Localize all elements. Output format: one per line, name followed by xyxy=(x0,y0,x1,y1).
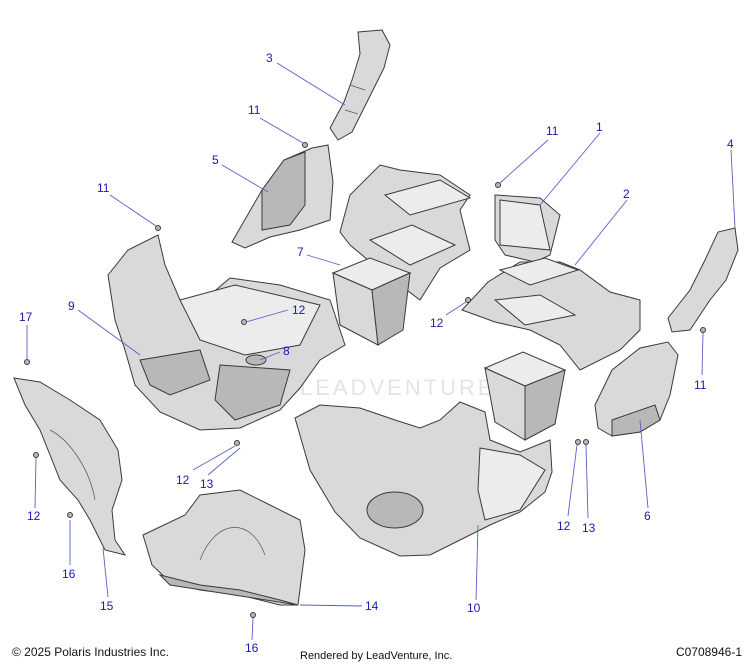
callout-4: 4 xyxy=(727,137,734,151)
callout-16b: 16 xyxy=(245,641,259,655)
callout-13a: 13 xyxy=(200,477,214,491)
part-4-panel xyxy=(667,227,739,333)
watermark-text: LEADVENTURE xyxy=(300,375,496,400)
part-10-floor-tub xyxy=(294,401,553,557)
callout-11b: 11 xyxy=(97,181,110,195)
callout-12b: 12 xyxy=(430,316,444,330)
part-1-floor-base xyxy=(339,164,561,301)
part-3-panel xyxy=(329,29,391,141)
part-15-fender xyxy=(13,377,127,556)
callout-12c: 12 xyxy=(176,473,190,487)
callout-15: 15 xyxy=(100,599,114,613)
callout-2: 2 xyxy=(623,187,630,201)
callout-6: 6 xyxy=(644,509,651,523)
part-7-bin xyxy=(331,257,412,346)
leader-lines xyxy=(26,62,736,641)
callout-12d: 12 xyxy=(557,519,571,533)
callout-11c: 11 xyxy=(546,124,559,138)
part-6-panel xyxy=(594,341,679,437)
callouts: 1 2 3 4 5 6 7 8 9 10 14 15 16 16 17 11 1… xyxy=(19,51,734,655)
copyright-text: © 2025 Polaris Industries Inc. xyxy=(12,645,169,659)
callout-1: 1 xyxy=(596,120,603,134)
callout-9: 9 xyxy=(68,299,75,313)
callout-11a: 11 xyxy=(248,103,261,117)
part-5-panel xyxy=(231,144,334,249)
callout-10: 10 xyxy=(467,601,481,615)
callout-12a: 12 xyxy=(292,303,306,317)
callout-17: 17 xyxy=(19,310,33,324)
storage-bin-right xyxy=(483,351,567,441)
part-2-floor-base xyxy=(461,257,641,371)
callout-14: 14 xyxy=(365,599,379,613)
part-8-cap xyxy=(245,354,267,366)
part-9-floor-tub xyxy=(107,234,346,431)
callout-8: 8 xyxy=(283,344,290,358)
rendered-by-text: Rendered by LeadVenture, Inc. xyxy=(300,650,453,662)
fasteners xyxy=(24,142,706,618)
callout-13b: 13 xyxy=(582,521,596,535)
callout-11d: 11 xyxy=(694,378,707,392)
callout-16a: 16 xyxy=(62,567,76,581)
figure-id: C0708946-1 xyxy=(675,645,742,659)
callout-5: 5 xyxy=(212,153,219,167)
part-14-fender xyxy=(142,489,306,606)
callout-7: 7 xyxy=(297,245,304,259)
callout-12e: 12 xyxy=(27,509,41,523)
callout-3: 3 xyxy=(266,51,273,65)
